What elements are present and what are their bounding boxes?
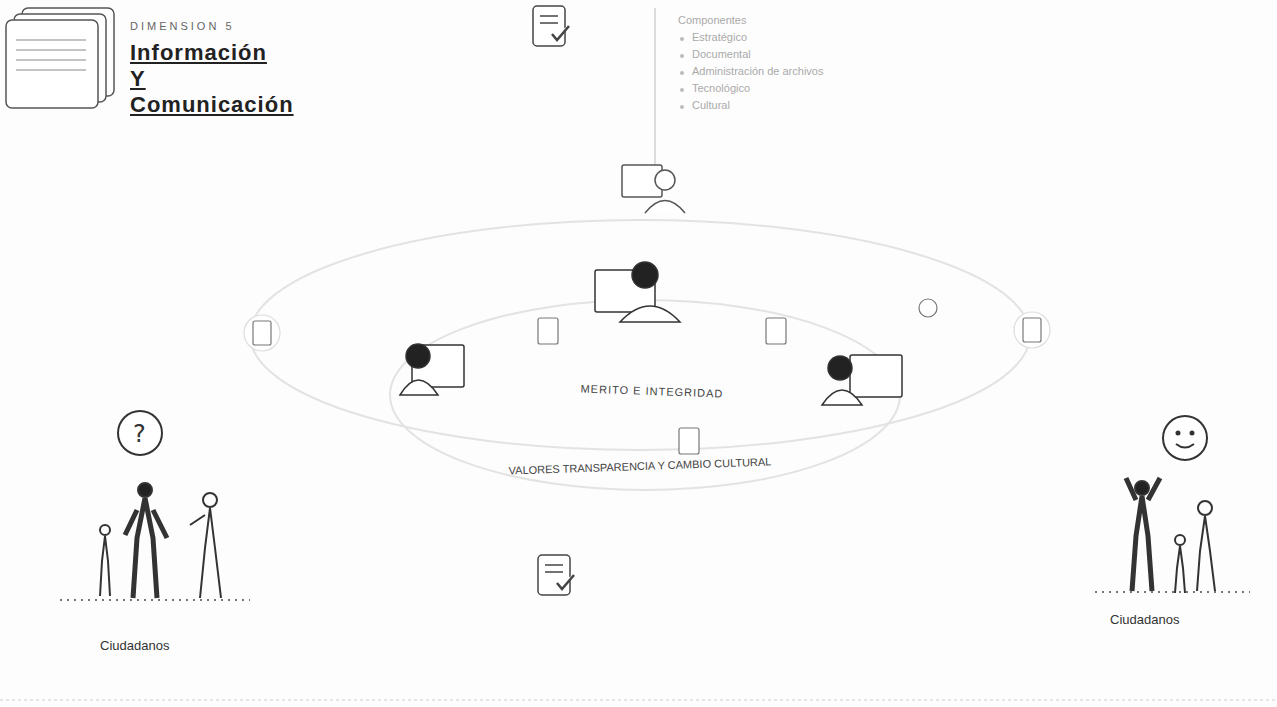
component-item: Tecnológico xyxy=(692,82,750,94)
component-item: Cultural xyxy=(692,99,730,111)
arc-label: VALORES TRANSPARENCIA Y CAMBIO CULTURAL xyxy=(480,454,800,477)
doc-check-icon xyxy=(533,6,569,46)
doc-stack-front xyxy=(6,20,98,108)
component-item: Estratégico xyxy=(692,31,747,43)
dimension-label: DIMENSION 5 xyxy=(130,20,235,32)
outer-arc xyxy=(250,220,1030,450)
citizens-right xyxy=(1095,416,1250,593)
component-item: Documental xyxy=(692,48,751,60)
citizens-label: Ciudadanos xyxy=(100,638,169,653)
person-computer xyxy=(622,165,685,213)
citizens-label: Ciudadanos xyxy=(1110,612,1179,627)
arc-label: MERITO E INTEGRIDAD xyxy=(532,381,772,401)
components-heading: Componentes xyxy=(678,14,747,26)
citizens-left: ? xyxy=(60,411,250,600)
diagram-title: Información Y Comunicación xyxy=(130,40,270,118)
component-item: Administración de archivos xyxy=(692,65,823,77)
inner-arc xyxy=(390,300,900,490)
doc-check-icon-bottom xyxy=(538,555,574,595)
svg-text:?: ? xyxy=(133,420,146,448)
divider-line xyxy=(655,8,656,170)
